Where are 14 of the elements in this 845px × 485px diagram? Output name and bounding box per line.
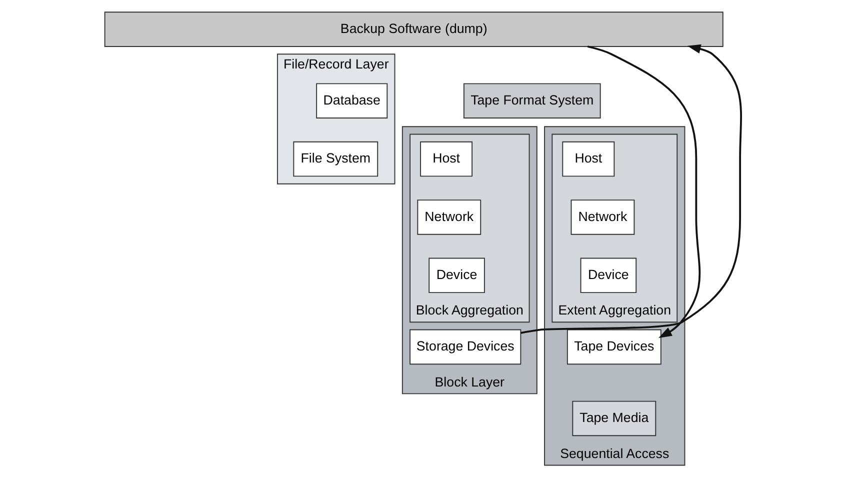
node-box: Network [416, 200, 481, 235]
node-box: Tape Format System [462, 83, 600, 118]
node-box: Host [420, 141, 472, 177]
node-box: Tape Devices [566, 329, 661, 365]
node-box: Device [580, 258, 636, 294]
node-box: Host [562, 141, 614, 177]
node-box: File System [292, 141, 378, 177]
node-box: Device [428, 258, 484, 294]
arrow [586, 46, 700, 338]
node-box: Storage Devices [409, 329, 521, 365]
node-box: Database [316, 83, 388, 118]
node-box: Network [570, 200, 634, 235]
node-box: Backup Software (dump) [104, 12, 723, 47]
node-box: Tape Media [572, 400, 656, 436]
